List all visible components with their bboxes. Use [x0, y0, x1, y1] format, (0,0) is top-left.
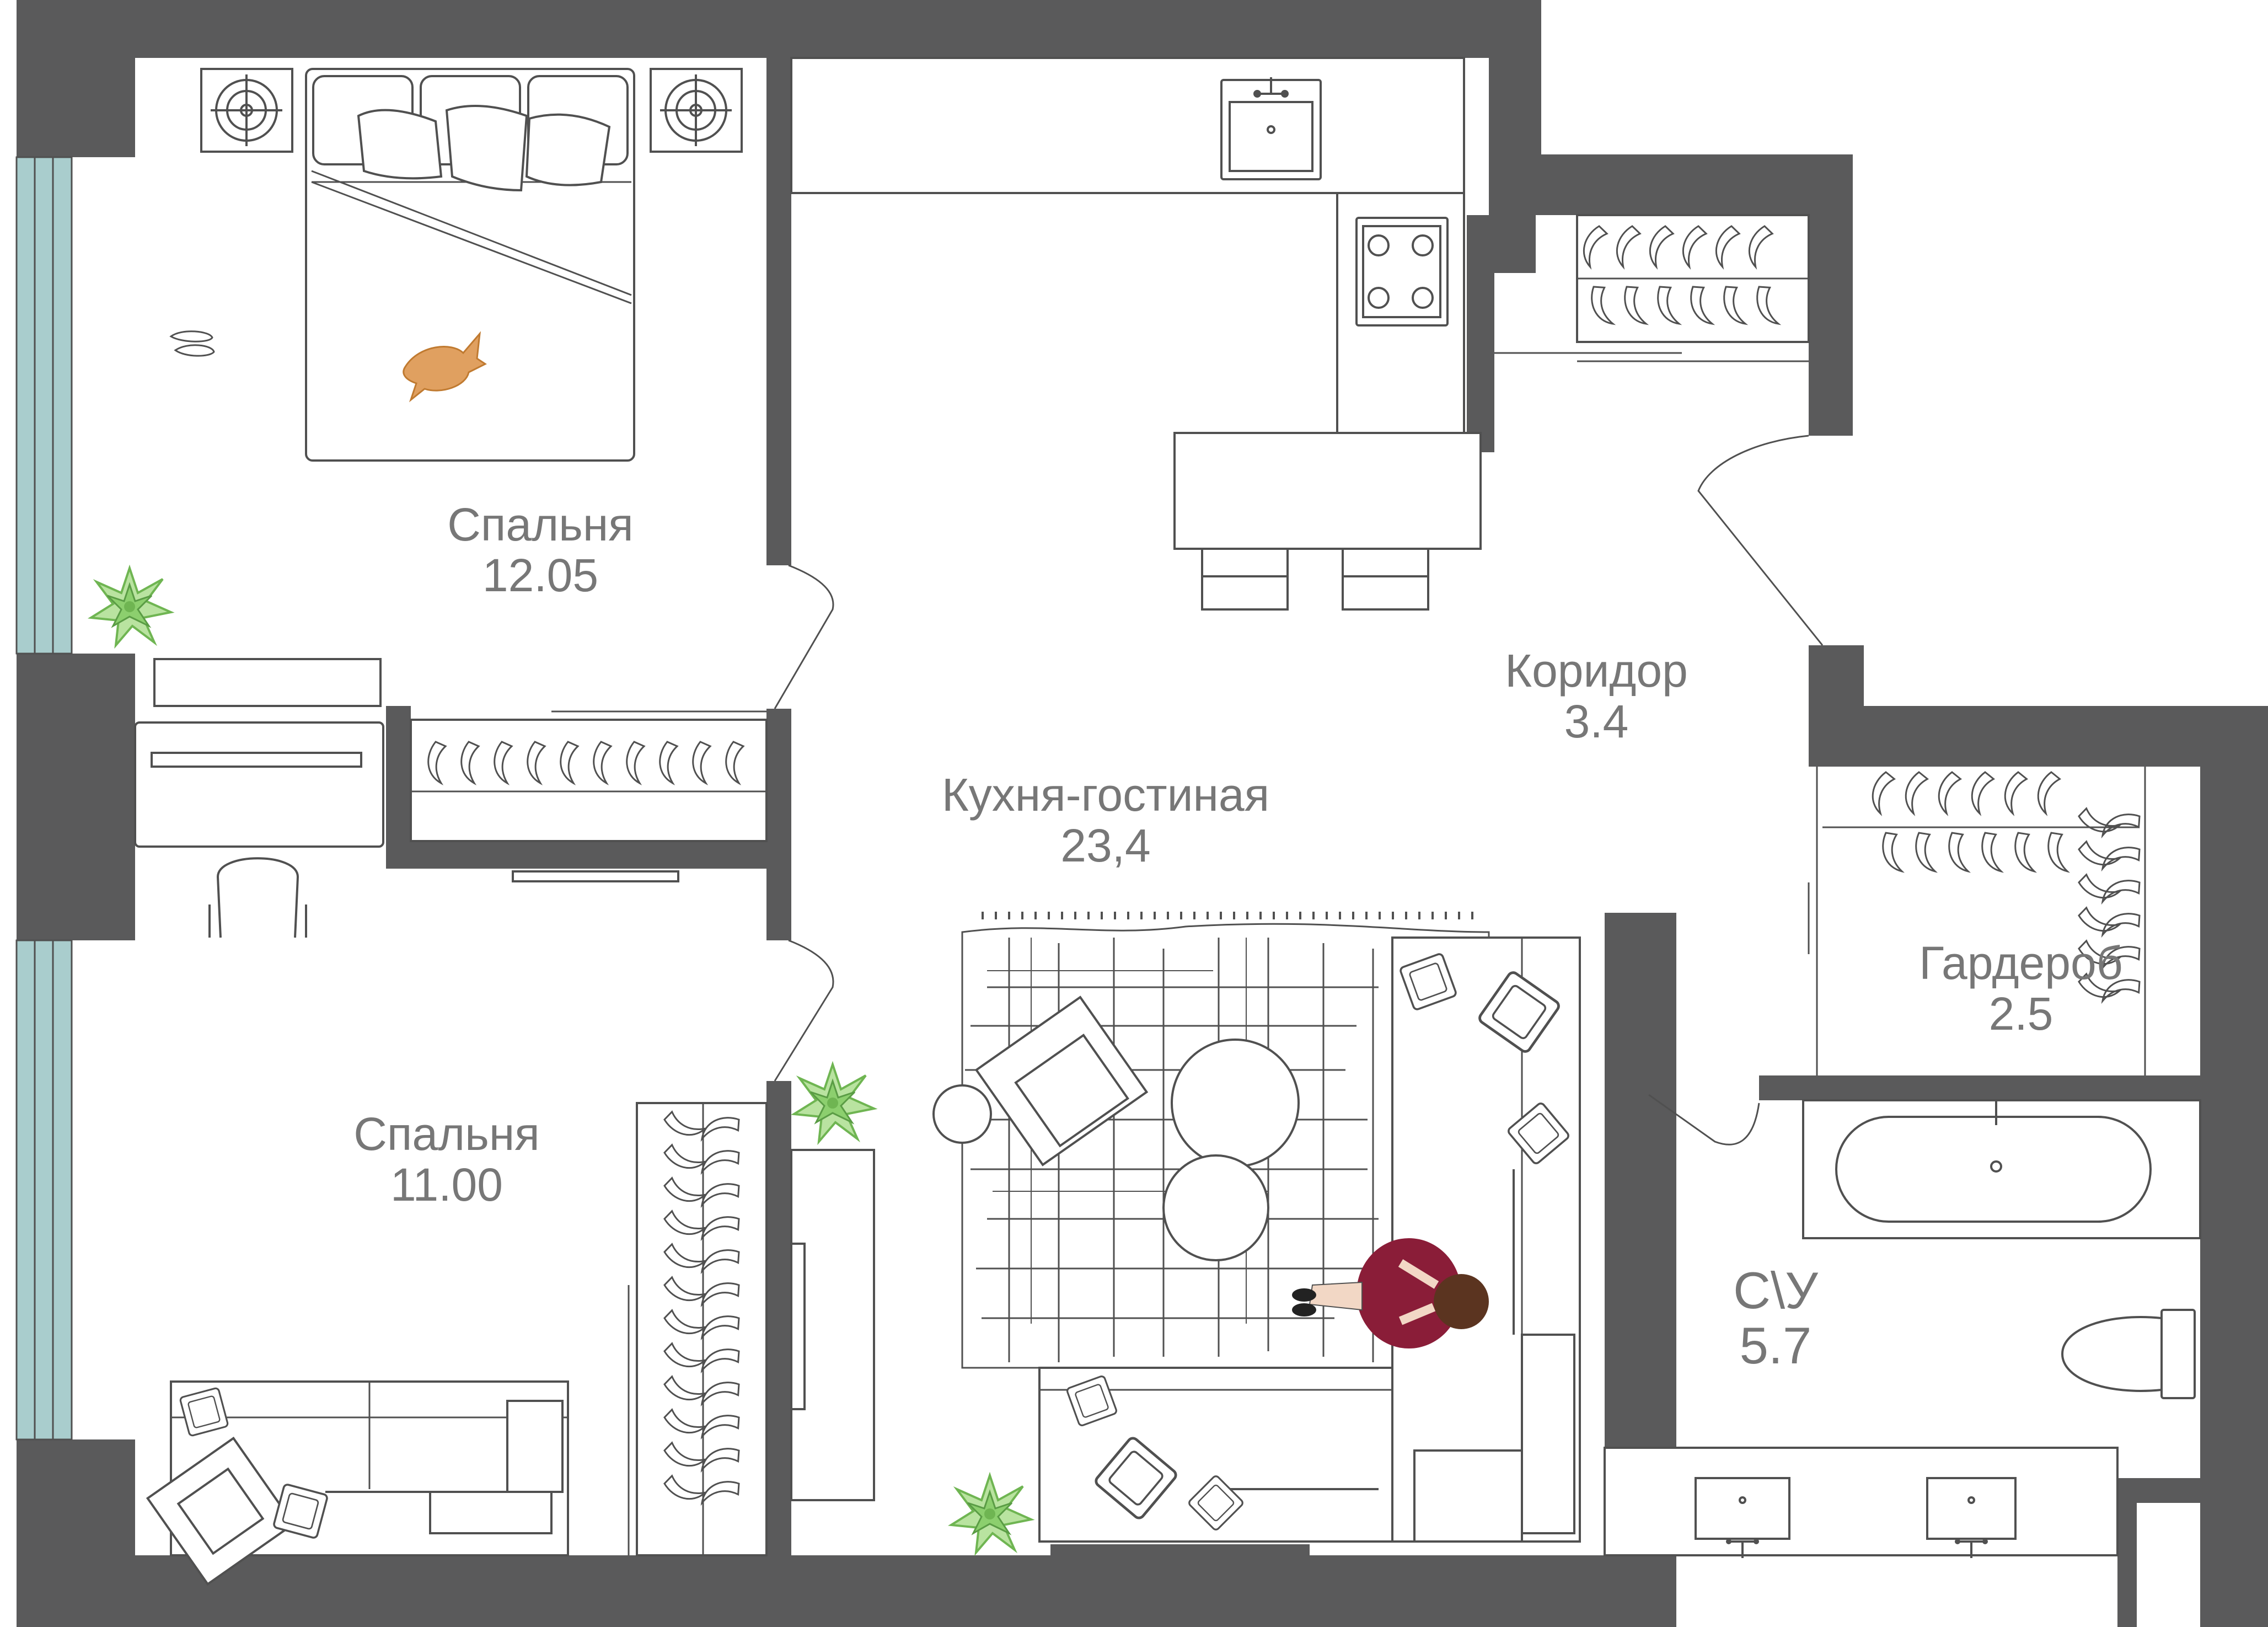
cat-icon — [403, 331, 487, 403]
window-icon — [15, 156, 73, 1441]
room-label-kitchen-living: Кухня-гостиная 23,4 — [942, 769, 1269, 871]
room-label-bedroom-1: Спальня 12.05 — [447, 499, 634, 601]
room-label-bedroom-2: Спальня 11.00 — [353, 1109, 540, 1210]
room-name: Спальня — [447, 499, 634, 550]
door-icon[interactable] — [1648, 1094, 1760, 1146]
room-name: Гардероб — [1919, 937, 2123, 989]
desk-icon — [134, 721, 384, 848]
pillow-icon — [312, 75, 629, 192]
toilet-icon — [2061, 1309, 2196, 1399]
nightstand-icon — [200, 68, 743, 153]
armchair-icon — [974, 996, 1149, 1166]
person-icon — [1292, 1238, 1489, 1348]
room-name: Коридор — [1505, 645, 1688, 697]
door-icon[interactable] — [774, 564, 834, 1082]
plant-icon — [90, 567, 172, 646]
sofa-icon — [146, 1380, 569, 1586]
plant-icon — [950, 1474, 1032, 1554]
tv-icon — [790, 1149, 875, 1501]
bed-icon — [305, 68, 635, 462]
desk-icon — [153, 658, 382, 707]
chair-icon — [1201, 548, 1429, 611]
room-area: 2.5 — [1988, 988, 2053, 1040]
room-label-wardrobe: Гардероб 2.5 — [1919, 938, 2123, 1039]
room-label-bathroom: С\У 5.7 — [1733, 1263, 1818, 1373]
tv-icon — [512, 870, 679, 882]
wardrobe-closet — [410, 710, 768, 842]
armchair-icon — [146, 1436, 296, 1586]
stove-icon — [1355, 217, 1449, 327]
sink-icon — [1220, 76, 1322, 180]
sofa-icon — [1038, 936, 1581, 1543]
room-area: 23,4 — [1060, 820, 1151, 871]
room-label-corridor: Коридор 3.4 — [1505, 645, 1688, 747]
bathtub-icon — [1802, 1099, 2201, 1239]
room-area: 5.7 — [1739, 1316, 1812, 1374]
room-name: Спальня — [353, 1108, 540, 1160]
room-area: 3.4 — [1564, 695, 1629, 747]
plant-icon — [793, 1063, 875, 1143]
chair-icon — [208, 857, 307, 938]
slippers-icon — [169, 330, 215, 357]
bathroom-counter — [1604, 1447, 2119, 1556]
room-area: 12.05 — [482, 549, 599, 601]
room-name: Кухня-гостиная — [941, 769, 1270, 821]
room-area: 11.00 — [390, 1159, 503, 1211]
wardrobe-closet — [1808, 767, 2146, 1075]
wardrobe-closet — [628, 1102, 768, 1556]
coffee-table-icon — [932, 1039, 1300, 1261]
room-name: С\У — [1733, 1261, 1818, 1319]
door-icon[interactable] — [1697, 435, 1824, 646]
wardrobe-closet — [1494, 214, 1810, 362]
